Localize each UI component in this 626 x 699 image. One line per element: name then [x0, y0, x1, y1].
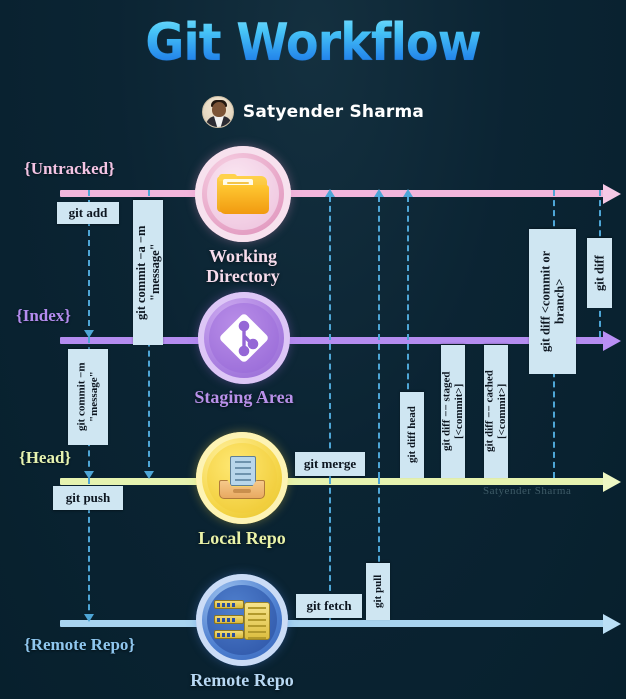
node-staging-area[interactable]: Staging Area [194, 292, 294, 407]
git-logo-icon [209, 303, 279, 373]
lane-index-arrowhead [603, 330, 621, 351]
lane-remote-repo [60, 620, 605, 627]
command-git-diff-cached[interactable]: git diff −− cached [<commit>] [484, 345, 508, 478]
node-local-repo[interactable]: Local Repo [196, 432, 288, 548]
staging-area-ring [198, 292, 290, 384]
command-git-push[interactable]: git push [53, 486, 123, 510]
node-working-directory[interactable]: Working Directory [195, 146, 291, 286]
command-git-fetch[interactable]: git fetch [296, 594, 362, 618]
page-title: Git Workflow [0, 12, 626, 74]
author-byline: Satyender Sharma [0, 96, 626, 128]
connector-git-diff-cached-arrowhead [403, 189, 413, 197]
lane-label-index: {Index} [16, 306, 71, 325]
connector-git-pull [378, 478, 380, 620]
node-caption-remote-repo: Remote Repo [190, 670, 294, 690]
node-remote-repo[interactable]: Remote Repo [190, 574, 294, 690]
command-git-diff-commit[interactable]: git diff <commit or branch> [529, 229, 576, 374]
connector-git-diff-head [329, 196, 331, 478]
yellow-folder-icon [207, 158, 279, 230]
author-name: Satyender Sharma [242, 102, 425, 122]
command-git-commit-m[interactable]: git commit −m "message" [68, 349, 108, 445]
connector-git-diff-staged [378, 196, 380, 478]
connector-git-push-arrowhead [84, 614, 94, 622]
document-tray-icon [207, 443, 277, 513]
person-avatar-icon [201, 96, 234, 128]
lane-untracked-arrowhead [603, 183, 621, 204]
command-git-diff[interactable]: git diff [587, 238, 612, 308]
command-git-add[interactable]: git add [57, 202, 119, 224]
connector-git-diff-cached [407, 196, 409, 478]
connector-git-add-arrowhead [84, 330, 94, 338]
header-banner: Git Workflow Satyender Sharma [0, 0, 626, 140]
connector-git-diff-staged-arrowhead [374, 189, 384, 197]
command-git-diff-staged[interactable]: git diff −− staged [<commit>] [441, 345, 465, 478]
connector-git-merge [329, 478, 331, 620]
node-caption-working-directory: Working Directory [206, 246, 280, 286]
command-git-pull[interactable]: git pull [366, 563, 390, 620]
connector-git-commit-am-arrowhead [144, 471, 154, 479]
node-caption-staging-area: Staging Area [194, 387, 294, 407]
lane-label-head: {Head} [19, 448, 72, 467]
connector-git-commit-m-arrowhead [84, 471, 94, 479]
connector-git-add [88, 190, 90, 336]
connector-git-diff-head-arrowhead [325, 189, 335, 197]
lane-remote-repo-arrowhead [603, 613, 621, 634]
working-directory-ring [195, 146, 291, 242]
command-git-merge[interactable]: git merge [295, 452, 365, 476]
lane-head-arrowhead [603, 471, 621, 492]
server-rack-icon [207, 585, 277, 655]
command-git-diff-head[interactable]: git diff head [400, 392, 424, 478]
lane-label-remote-repo: {Remote Repo} [24, 635, 136, 654]
connector-git-push [88, 478, 90, 620]
lane-head [60, 478, 605, 485]
node-caption-local-repo: Local Repo [198, 528, 286, 548]
lane-label-untracked: {Untracked} [24, 159, 115, 178]
remote-repo-ring [196, 574, 288, 666]
lane-index [60, 337, 605, 344]
watermark-text: Satyender Sharma [483, 485, 572, 497]
local-repo-ring [196, 432, 288, 524]
